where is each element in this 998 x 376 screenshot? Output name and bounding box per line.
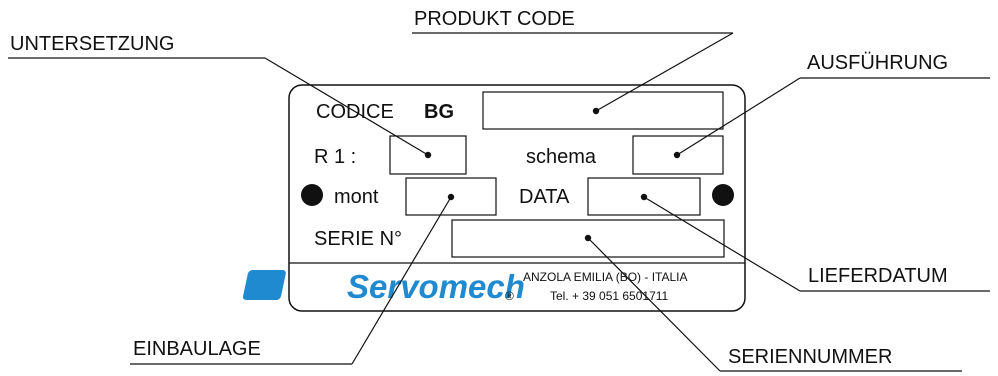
brand-name: Servomech bbox=[347, 268, 525, 305]
codice-field bbox=[482, 91, 724, 130]
callout-ausfuehrung-dot bbox=[673, 151, 681, 159]
servomech-logo-icon bbox=[242, 270, 331, 300]
callout-untersetzung: UNTERSETZUNG bbox=[10, 33, 174, 55]
callout-seriennummer-dot bbox=[584, 234, 592, 242]
mont-field bbox=[405, 177, 497, 216]
callout-einbaulage-dot bbox=[447, 193, 455, 201]
ratio-field bbox=[389, 135, 467, 175]
mounting-hole-left bbox=[301, 184, 323, 206]
nameplate-outline bbox=[288, 84, 746, 312]
schema-label: schema bbox=[526, 146, 597, 168]
callout-lieferdatum-leader bbox=[643, 196, 801, 292]
callout-produkt-code-leader bbox=[595, 32, 734, 112]
callout-produkt-code-dot bbox=[592, 107, 600, 115]
serie-field bbox=[451, 219, 725, 258]
callout-seriennummer: SERIENNUMMER bbox=[728, 346, 892, 368]
callout-ausfuehrung-leader bbox=[676, 77, 801, 156]
callout-lieferdatum: LIEFERDATUM bbox=[808, 265, 948, 287]
callout-ausfuehrung: AUSFÜHRUNG bbox=[807, 52, 948, 74]
callout-produkt-code: PRODUKT CODE bbox=[414, 8, 575, 30]
codice-prefix: BG bbox=[424, 101, 454, 123]
callout-lieferdatum-dot bbox=[640, 193, 648, 201]
data-label: DATA bbox=[519, 186, 570, 208]
address-line: ANZOLA EMILIA (BO) - ITALIA bbox=[523, 270, 687, 284]
callout-seriennummer-leader bbox=[587, 237, 721, 372]
serie-label: SERIE N° bbox=[314, 228, 402, 250]
callout-einbaulage-leader bbox=[351, 196, 452, 365]
schema-field bbox=[632, 135, 724, 175]
registered-mark: ® bbox=[505, 289, 514, 303]
ratio-label: R 1 : bbox=[314, 146, 356, 168]
data-field bbox=[587, 177, 701, 216]
callout-untersetzung-leader bbox=[264, 57, 429, 156]
mounting-hole-right bbox=[712, 184, 734, 206]
callout-untersetzung-dot bbox=[424, 151, 432, 159]
callout-einbaulage: EINBAULAGE bbox=[133, 338, 261, 360]
mont-label: mont bbox=[334, 186, 379, 208]
phone-line: Tel. + 39 051 6501711 bbox=[550, 289, 669, 303]
